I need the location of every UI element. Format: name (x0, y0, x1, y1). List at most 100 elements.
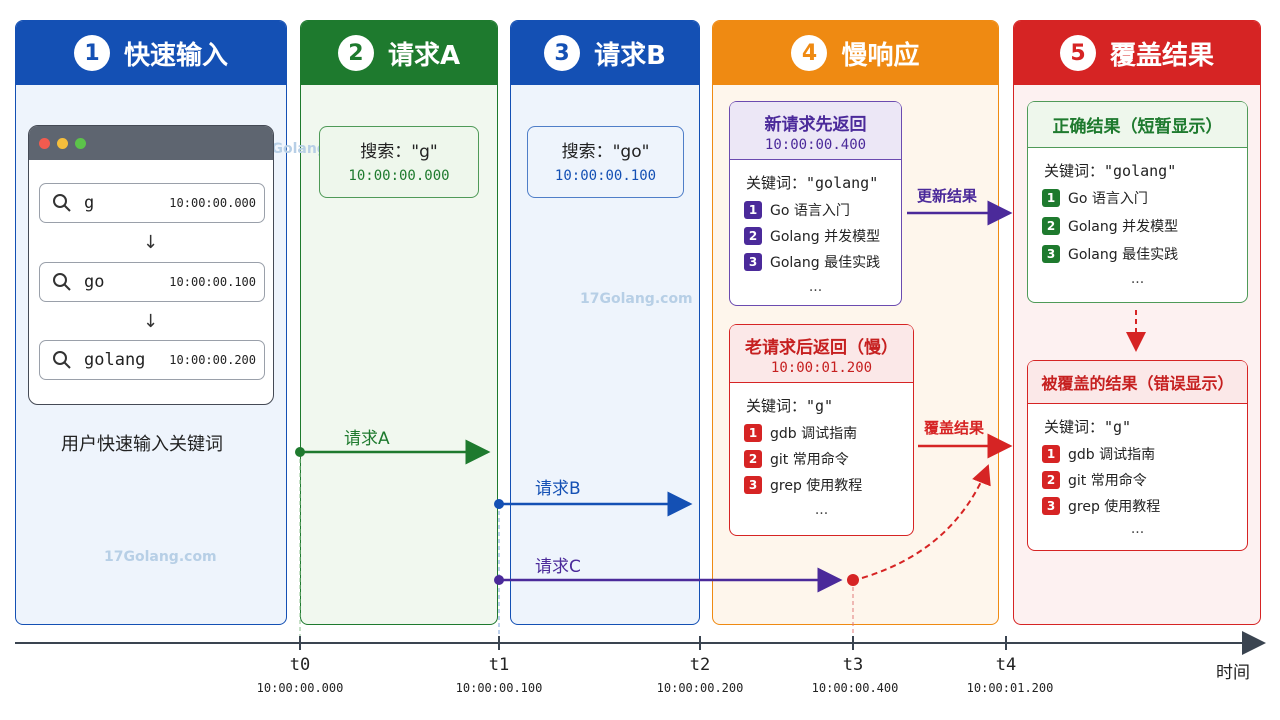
more-ellipsis: ... (1130, 521, 1145, 537)
column-header: 1 快速输入 (16, 21, 286, 85)
result-text: git 常用命令 (1068, 473, 1147, 489)
card-title: 正确结果（短暂显示） (1052, 117, 1223, 137)
rank-badge: 1 (1042, 445, 1060, 463)
update-result-label: 更新结果 (917, 187, 978, 205)
keyword: 关键词："g" (746, 397, 834, 415)
step-number: 1 (73, 35, 110, 71)
rank-badge: 2 (1042, 471, 1060, 489)
step-number: 5 (1059, 35, 1096, 71)
result-text: gdb 调试指南 (770, 426, 858, 442)
rank-badge: 3 (744, 253, 762, 271)
axis-tick-label: t1 (488, 655, 510, 675)
request-b-time: 10:00:00.100 (554, 168, 657, 184)
axis-tick-label: t4 (995, 655, 1017, 675)
rank-badge: 2 (1042, 217, 1060, 235)
axis-unit-label: 时间 (1216, 663, 1250, 683)
request-b-card: 搜索："go" 10:00:00.100 (527, 126, 684, 198)
input-time: 10:00:00.200 (169, 353, 256, 367)
column-header: 3 请求B (511, 21, 699, 85)
rank-badge: 1 (744, 424, 762, 442)
old-request-later-card: 老请求后返回（慢） 10:00:01.200 关键词："g" 1 gdb 调试指南… (729, 324, 914, 536)
column-request-b: 3 请求B (510, 20, 700, 625)
request-b-search: 搜索："go" (561, 142, 650, 162)
input-caption: 用户快速输入关键词 (61, 434, 223, 455)
watermark: 17Golang.com (104, 549, 217, 565)
rank-badge: 1 (744, 201, 762, 219)
rank-badge: 1 (1042, 189, 1060, 207)
browser-window: g 10:00:00.000 ↓ go 10:00:00.100 ↓ golan… (28, 125, 274, 405)
column-title: 慢响应 (841, 40, 920, 71)
column-title: 覆盖结果 (1109, 40, 1214, 71)
axis-tick-time: 10:00:00.100 (455, 681, 543, 695)
card-time: 10:00:00.400 (764, 137, 867, 153)
search-query: golang (84, 350, 146, 370)
card-title: 被覆盖的结果（错误显示） (1041, 374, 1234, 393)
request-a-card: 搜索："g" 10:00:00.000 (319, 126, 479, 198)
step-number: 4 (791, 35, 828, 71)
axis-tick-time: 10:00:00.000 (256, 681, 344, 695)
input-time: 10:00:00.100 (169, 275, 256, 289)
card-title: 老请求后返回（慢） (745, 338, 898, 358)
step-number: 2 (337, 35, 374, 71)
override-result-label: 覆盖结果 (924, 419, 985, 437)
list-item: 3 Golang 最佳实践 (744, 253, 901, 271)
list-item: 1 Go 语言入门 (744, 201, 901, 219)
input-time: 10:00:00.000 (169, 196, 256, 210)
axis-tick-time: 10:00:00.400 (811, 681, 899, 695)
axis-tick-label: t3 (842, 655, 864, 675)
column-request-a: 2 请求A (300, 20, 498, 625)
list-item: 1 gdb 调试指南 (744, 424, 913, 442)
more-ellipsis: ... (814, 502, 829, 518)
search-icon (53, 351, 71, 369)
keyword: 关键词："golang" (746, 174, 879, 192)
rank-badge: 2 (744, 450, 762, 468)
new-request-first-card: 新请求先返回 10:00:00.400 关键词："golang" 1 Go 语言入… (729, 101, 902, 306)
list-item: 1 gdb 调试指南 (1042, 445, 1247, 463)
result-text: Golang 最佳实践 (1068, 247, 1179, 263)
request-a-time: 10:00:00.000 (348, 168, 450, 184)
search-icon (53, 273, 71, 291)
request-a-label: 请求A (344, 429, 390, 449)
result-text: grep 使用教程 (1068, 499, 1161, 515)
request-b-label: 请求B (535, 479, 581, 499)
axis-tick-label: t0 (289, 655, 311, 675)
card-header: 老请求后返回（慢） 10:00:01.200 (730, 325, 913, 383)
axis-tick-time: 10:00:00.200 (656, 681, 744, 695)
result-text: Go 语言入门 (770, 203, 850, 219)
maximize-dot-icon (75, 137, 86, 149)
column-title: 请求A (387, 40, 461, 71)
request-a-search: 搜索："g" (360, 142, 438, 162)
card-header: 被覆盖的结果（错误显示） (1028, 361, 1247, 404)
column-header: 2 请求A (301, 21, 497, 85)
result-text: Golang 最佳实践 (770, 255, 881, 271)
step-number: 3 (544, 35, 581, 71)
search-input[interactable]: go 10:00:00.100 (39, 262, 265, 302)
rank-badge: 3 (744, 476, 762, 494)
search-icon (53, 194, 71, 212)
search-input[interactable]: golang 10:00:00.200 (39, 340, 265, 380)
column-header: 4 慢响应 (713, 21, 998, 85)
result-text: grep 使用教程 (770, 478, 863, 494)
result-text: Golang 并发模型 (770, 229, 881, 245)
more-ellipsis: ... (808, 279, 823, 295)
card-title: 新请求先返回 (764, 115, 867, 135)
watermark: 17Golang.com (580, 291, 693, 307)
minimize-dot-icon (57, 137, 68, 149)
more-ellipsis: ... (1130, 271, 1145, 287)
result-text: gdb 调试指南 (1068, 447, 1156, 463)
arrow-down-icon: ↓ (143, 311, 159, 332)
search-query: g (84, 193, 95, 213)
axis-tick-time: 10:00:01.200 (966, 681, 1054, 695)
column-title: 请求B (594, 40, 666, 71)
search-input[interactable]: g 10:00:00.000 (39, 183, 265, 223)
request-c-label: 请求C (535, 557, 581, 577)
keyword: 关键词："golang" (1044, 162, 1177, 180)
search-query: go (84, 272, 105, 292)
arrow-down-icon: ↓ (143, 232, 159, 253)
